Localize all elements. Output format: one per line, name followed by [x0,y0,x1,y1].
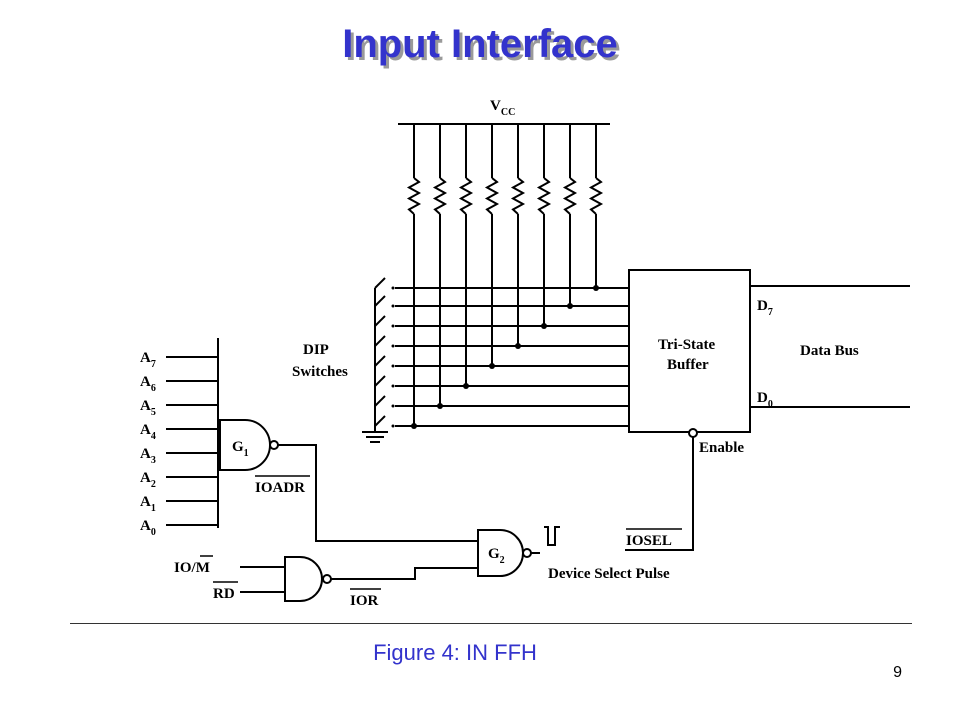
resistor [588,177,604,215]
dip-switch [374,315,386,327]
enable-label: Enable [699,440,744,456]
data-bus-label: Data Bus [800,343,859,359]
address-label: A5 [140,398,156,418]
vcc-label: VCC [490,98,515,118]
switch-contact [391,424,395,428]
switch-contact [391,364,395,368]
buffer-label-line2: Buffer [667,357,709,373]
figure-caption: Figure 4: IN FFH [373,640,537,665]
g2-nand-gate [477,529,524,577]
dip-switch [374,335,386,347]
dip-switch [374,277,386,289]
slide-divider [70,623,912,624]
g1-nand-gate [219,419,271,471]
iosel-label: IOSEL [626,533,672,549]
ior-label: IOR [350,593,379,609]
address-label: A2 [140,470,156,490]
resistor [406,177,422,215]
switch-contact [391,286,395,290]
switch-contact [391,344,395,348]
resistor [562,177,578,215]
io-m-label: IO/M [174,560,210,576]
d0-label: D0 [757,390,773,410]
enable-bubble [688,428,698,438]
buffer-label-line1: Tri-State [658,337,716,353]
address-label: A3 [140,446,156,466]
resistor [432,177,448,215]
dip-switch [374,375,386,387]
g2-output-bubble [522,548,532,558]
address-label: A7 [140,350,156,370]
dip-switch [374,355,386,367]
dip-switch [374,395,386,407]
ioadr-wire [278,444,478,542]
switch-contact [391,384,395,388]
address-label: A6 [140,374,156,394]
switch-contact [391,324,395,328]
g1-label: G1 [232,439,249,459]
resistor [510,177,526,215]
device-select-pulse-label: Device Select Pulse [548,566,670,582]
ioadr-label: IOADR [255,480,305,496]
dip-switch [374,415,386,427]
switch-contact [391,404,395,408]
resistor [536,177,552,215]
dip-switch [374,295,386,307]
d7-label: D7 [757,298,773,318]
g1-output-bubble [269,440,279,450]
resistor [458,177,474,215]
g3-nand-gate [284,556,323,602]
address-label: A1 [140,494,156,514]
dip-label-line2: Switches [292,364,348,380]
address-label: A4 [140,422,156,442]
slide-title: Input Interface [342,22,618,66]
pull-up-resistors [406,124,604,429]
page-number: 9 [893,664,902,681]
dip-switch-array [374,277,629,428]
g3-output-bubble [322,574,332,584]
g2-label: G2 [488,546,505,566]
pulse-symbol [544,526,560,546]
ior-wire [331,567,478,580]
switch-contact [391,304,395,308]
dip-label-line1: DIP [303,342,329,358]
address-label: A0 [140,518,156,538]
rd-label: RD [213,586,235,602]
resistor [484,177,500,215]
